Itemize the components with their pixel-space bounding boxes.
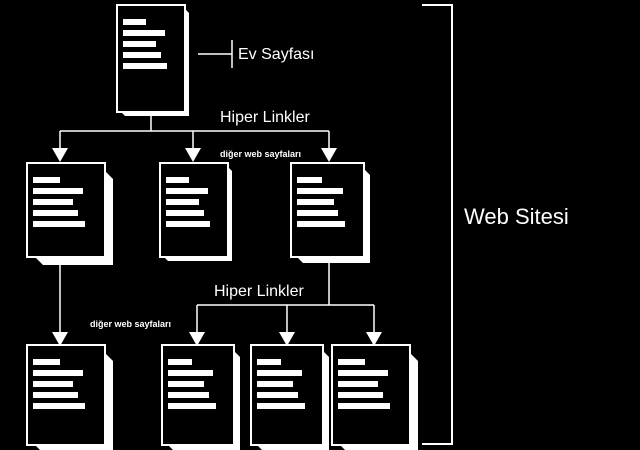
text-line [33, 177, 60, 183]
text-line [33, 188, 83, 194]
site-bracket [422, 4, 453, 445]
arrowhead [321, 148, 337, 162]
other-pages-label-top: diğer web sayfaları [220, 149, 301, 159]
text-line [168, 392, 209, 398]
arrowheads-bottom [52, 332, 382, 346]
text-line [166, 221, 210, 227]
web-site-label: Web Sitesi [464, 204, 569, 229]
arrowhead [279, 332, 295, 346]
arrowhead [189, 332, 205, 346]
web-page-icon [159, 162, 232, 261]
text-line [257, 403, 305, 409]
text-line [257, 370, 302, 376]
text-line [33, 370, 83, 376]
arrowheads-top [52, 148, 337, 162]
text-line [297, 177, 322, 183]
hyperlinks-label-bottom: Hiper Linkler [214, 283, 304, 300]
text-line [33, 210, 78, 216]
text-line [338, 392, 383, 398]
other-pages-label-bottom: diğer web sayfaları [90, 319, 171, 329]
text-line [123, 30, 165, 36]
web-page-icon [26, 344, 113, 450]
hyperlinks-label-top: Hiper Linkler [220, 109, 310, 126]
text-line [338, 381, 378, 387]
web-page-icon [331, 344, 418, 450]
home-page-icon [116, 4, 189, 116]
connectors-bottom [59, 256, 375, 334]
text-line [33, 199, 73, 205]
text-line [257, 359, 281, 365]
text-line [166, 188, 208, 194]
text-line [338, 403, 390, 409]
text-line [297, 221, 345, 227]
text-line [297, 188, 343, 194]
text-line [168, 381, 204, 387]
text-line [33, 403, 85, 409]
arrowhead [366, 332, 382, 346]
web-page-icon [161, 344, 240, 450]
arrowhead [52, 148, 68, 162]
text-line [123, 52, 161, 58]
text-line [338, 359, 365, 365]
arrowhead [185, 148, 201, 162]
text-line [33, 359, 60, 365]
text-line [123, 63, 167, 69]
text-line [123, 41, 156, 47]
text-line [166, 199, 199, 205]
text-line [257, 381, 293, 387]
home-page-label: Ev Sayfası [238, 46, 314, 63]
text-line [33, 221, 85, 227]
web-page-icon [250, 344, 329, 450]
text-line [33, 381, 73, 387]
text-line [168, 403, 216, 409]
text-line [33, 392, 78, 398]
web-page-icon [290, 162, 370, 263]
text-line [168, 359, 192, 365]
text-line [166, 210, 204, 216]
text-line [166, 177, 189, 183]
text-line [338, 370, 388, 376]
text-line [297, 199, 334, 205]
text-line [168, 370, 213, 376]
web-page-icon [26, 162, 113, 265]
text-line [123, 19, 146, 25]
web-pages [26, 4, 418, 450]
text-line [257, 392, 298, 398]
text-line [297, 210, 338, 216]
arrowhead [52, 332, 68, 346]
